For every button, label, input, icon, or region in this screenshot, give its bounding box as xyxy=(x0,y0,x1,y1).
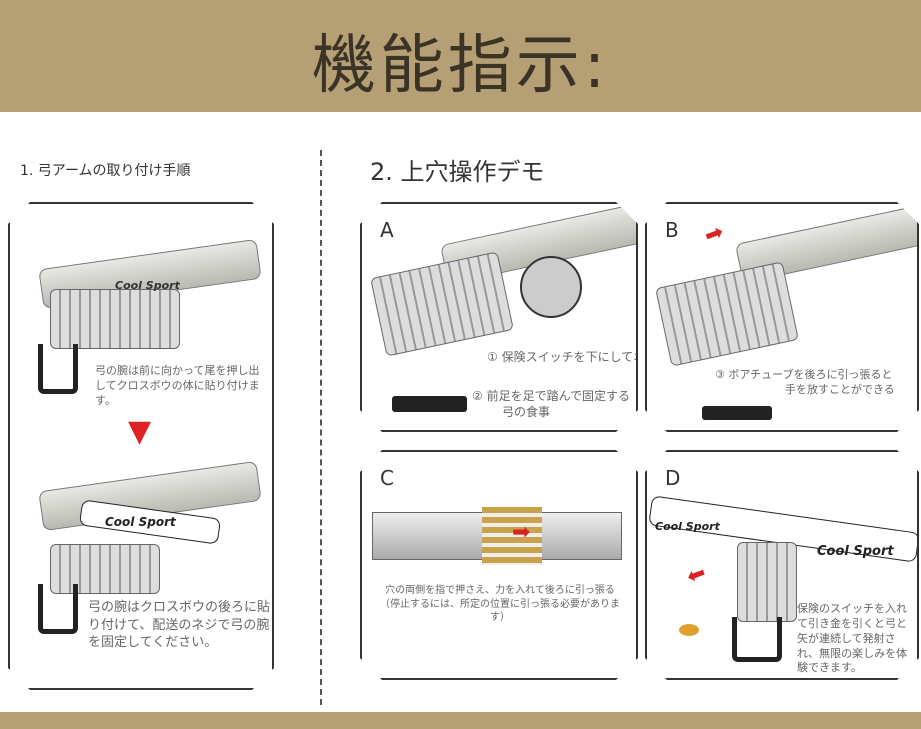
caption-step1: 弓の腕は前に向かって尾を押し出してクロスボウの体に貼り付けます。 xyxy=(95,364,260,407)
foot-stirrup xyxy=(38,584,78,634)
footer-band xyxy=(0,712,921,729)
dashed-divider xyxy=(320,150,322,705)
brand-logo: Cool Sport xyxy=(817,544,894,559)
panel-arm-install: Cool Sport 弓の腕は前に向かって尾を押し出してクロスボウの体に貼り付け… xyxy=(8,202,274,690)
panel-label: C xyxy=(380,466,394,490)
caption: 保険のスイッチを入れて引き金を引くと弓と矢が連続して発射され、無限の楽しみを体験… xyxy=(797,602,908,675)
panel-label: A xyxy=(380,218,394,242)
panel-a: A ① 保険スイッチを下にしてオフ ② 前足を足で踏んで固定する 弓の食事 xyxy=(360,202,638,432)
brand-logo: Cool Sport xyxy=(115,279,180,292)
magazine-image xyxy=(50,289,180,349)
suction-arrow-image xyxy=(679,624,699,636)
left-arrow-icon: ➡ xyxy=(683,559,710,590)
caption: 弓の食事 xyxy=(502,405,551,420)
brand-logo: Cool Sport xyxy=(655,520,720,533)
foot-stirrup xyxy=(38,344,78,394)
header-band xyxy=(0,0,921,112)
caption: ② 前足を足で踏んで固定する xyxy=(472,389,630,403)
section-heading-demo: 2. 上穴操作デモ xyxy=(370,158,545,186)
page-title: 機能指示: xyxy=(311,29,610,103)
panel-c: C ➡ 穴の両側を指で押さえ、力を入れて後ろに引っ張る （停止するには、所定の位… xyxy=(360,450,638,680)
down-arrow-icon: ▼ xyxy=(128,414,152,449)
magazine-image xyxy=(370,251,514,356)
foot-image xyxy=(702,406,772,420)
panel-b: B ➡ ③ ボアチューブを後ろに引っ張ると 手を放すことができる xyxy=(645,202,919,432)
caption: ① 保険スイッチを下にしてオフ xyxy=(487,350,634,364)
caption-group: ② 前足を足で踏んで固定する 弓の食事 xyxy=(472,388,632,420)
caption: （停止するには、所定の位置に引っ張る必要があります） xyxy=(380,598,620,623)
caption: ③ ボアチューブを後ろに引っ張ると xyxy=(715,368,893,381)
caption: 手を放すことができる xyxy=(785,382,895,396)
right-arrow-icon: ➡ xyxy=(512,520,531,545)
caption-group: 穴の両側を指で押さえ、力を入れて後ろに引っ張る （停止するには、所定の位置に引っ… xyxy=(376,584,624,625)
arrows-image xyxy=(482,507,542,565)
caption: 穴の両側を指で押さえ、力を入れて後ろに引っ張る xyxy=(385,585,615,596)
foot-stirrup xyxy=(732,617,782,662)
caption-step2: 弓の腕はクロスボウの後ろに貼り付けて、配送のネジで弓の腕を固定してください。 xyxy=(88,600,271,651)
magazine-image xyxy=(737,542,797,622)
caption-group: ③ ボアチューブを後ろに引っ張ると 手を放すことができる xyxy=(715,368,915,398)
panel-label: D xyxy=(665,466,681,490)
brand-logo: Cool Sport xyxy=(105,515,176,529)
magazine-image xyxy=(50,544,160,594)
right-arrow-icon: ➡ xyxy=(701,219,728,250)
section-heading-arm-install: 1. 弓アームの取り付け手順 xyxy=(20,163,191,179)
panel-label: B xyxy=(665,218,679,242)
foot-image xyxy=(392,396,467,412)
safety-switch-closeup xyxy=(520,256,582,318)
magazine-image xyxy=(655,261,799,366)
panel-d: D Cool Sport Cool Sport ➡ 保険のスイッチを入れて引き金… xyxy=(645,450,919,680)
